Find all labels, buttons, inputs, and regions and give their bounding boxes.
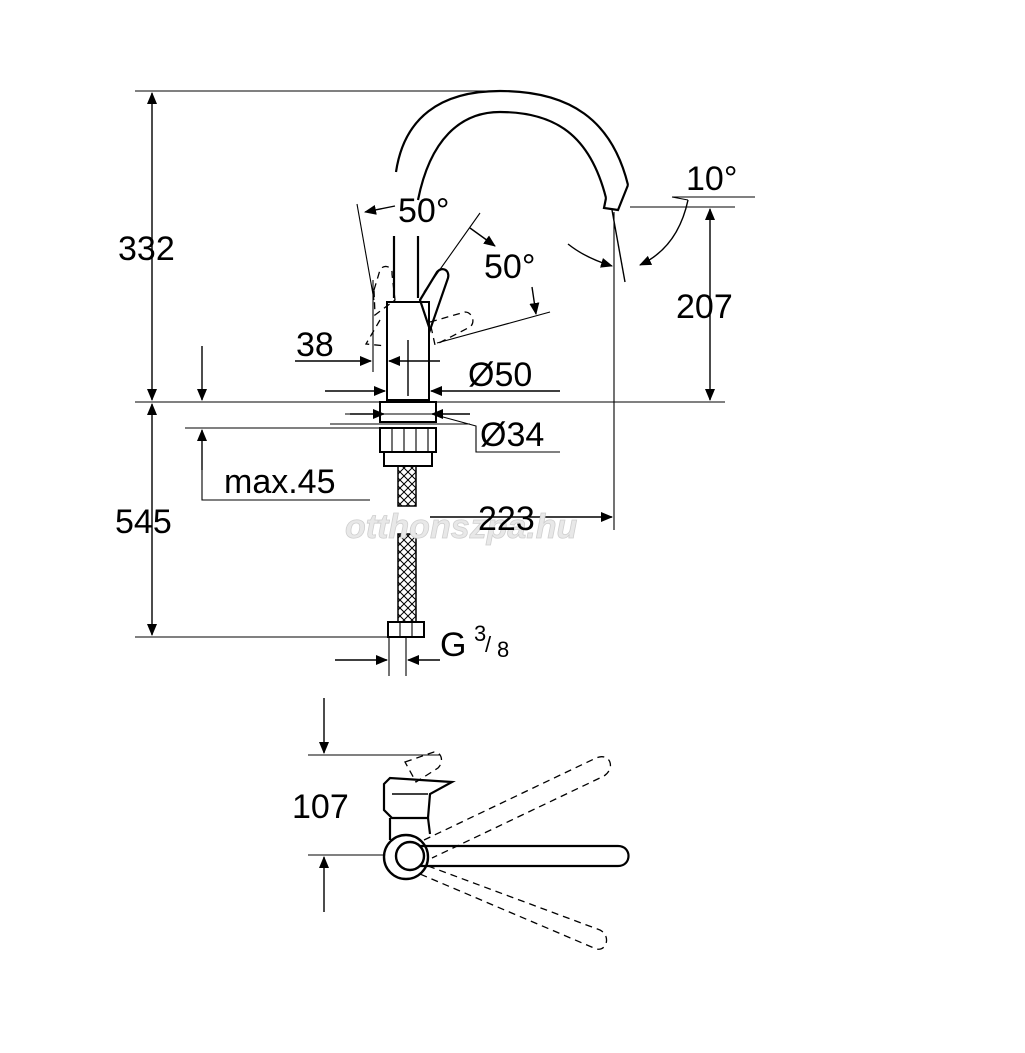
tilt-arc-left — [567, 243, 613, 268]
angle-line-lower — [436, 311, 551, 344]
angle-arrow-left — [364, 204, 396, 215]
fixing-nut — [379, 427, 437, 453]
label-223: 223 — [478, 500, 535, 538]
label-107: 107 — [292, 788, 349, 826]
label-diameter-34: Ø34 — [480, 416, 544, 454]
angle-line-left — [356, 203, 375, 301]
spout-inner — [416, 110, 608, 201]
spout-top-solid — [420, 844, 630, 868]
lever — [418, 268, 450, 334]
label-207: 207 — [676, 288, 733, 326]
hole-leader — [431, 413, 560, 453]
max45-leader — [201, 470, 370, 501]
label-thread-g: G — [440, 626, 466, 664]
svg-text:/: / — [485, 632, 492, 657]
side-view — [135, 89, 755, 676]
spout-swivel-lower — [419, 865, 608, 950]
label-38: 38 — [296, 326, 334, 364]
label-332: 332 — [118, 230, 175, 268]
deck-washer — [379, 401, 437, 423]
angle-line-right — [423, 212, 481, 293]
spout-swivel-upper — [423, 756, 612, 859]
label-diameter-50: Ø50 — [468, 356, 532, 394]
label-50-degrees-left: 50° — [398, 192, 449, 230]
lever-right-position — [429, 311, 474, 346]
angle-arrow-lower — [529, 286, 540, 315]
watermark: otthonszpa.hu — [345, 508, 578, 546]
hose-lower — [397, 533, 417, 623]
hose-upper — [397, 465, 417, 507]
threaded-stud — [383, 451, 433, 467]
hose-connector — [387, 621, 425, 638]
spout-outer — [394, 89, 630, 186]
lever-top-dashed — [404, 751, 443, 783]
label-thread-denominator: 8 — [497, 637, 509, 662]
label-50-degrees-right: 50° — [484, 248, 535, 286]
spout-base-inner — [394, 840, 426, 872]
angle-arrow-right — [469, 227, 496, 247]
top-view — [308, 698, 630, 950]
label-10-degrees: 10° — [686, 160, 737, 198]
label-thread-numerator: 3 — [474, 621, 486, 646]
label-max45: max.45 — [224, 463, 336, 501]
spout-outlet — [602, 184, 630, 212]
tilt-arc-right — [639, 199, 689, 266]
lever-handle-top — [382, 776, 456, 820]
label-545: 545 — [115, 503, 172, 541]
